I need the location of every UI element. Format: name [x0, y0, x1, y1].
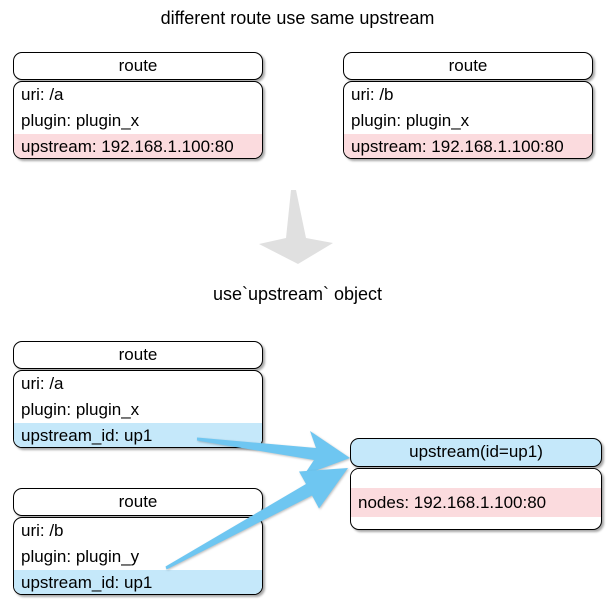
- upstream-box: upstream(id=up1) nodes: 192.168.1.100:80: [350, 438, 602, 530]
- route-attribute-upstream-id: upstream_id: up1: [14, 570, 262, 594]
- route-box-body: uri: /a plugin: plugin_x upstream_id: up…: [13, 370, 263, 448]
- route-attribute-plugin: plugin: plugin_x: [21, 111, 140, 130]
- route-box-body: uri: /b plugin: plugin_y upstream_id: up…: [13, 517, 263, 595]
- route-box-title: route: [118, 56, 158, 75]
- route-box-top-left: route uri: /a plugin: plugin_x upstream:…: [13, 52, 263, 159]
- diagram-subtitle: use`upstream` object: [212, 284, 383, 304]
- route-attribute-upstream: upstream: 192.168.1.100:80: [344, 134, 592, 158]
- route-attribute-upstream: upstream: 192.168.1.100:80: [14, 134, 262, 158]
- route-attribute-plugin: plugin: plugin_x: [21, 400, 140, 419]
- upstream-box-header: upstream(id=up1): [350, 438, 602, 467]
- route-box-header: route: [13, 488, 263, 516]
- upstream-box-body: nodes: 192.168.1.100:80: [350, 468, 602, 530]
- diagram-title: different route use same upstream: [160, 8, 435, 28]
- upstream-box-title: upstream(id=up1): [409, 442, 543, 461]
- route-box-title: route: [118, 345, 158, 364]
- route-box-header: route: [343, 52, 593, 80]
- route-attribute-upstream-id: upstream_id: up1: [14, 423, 262, 447]
- route-attribute-uri: uri: /b: [21, 521, 64, 540]
- route-attribute-plugin: plugin: plugin_x: [351, 111, 470, 130]
- spacer: [351, 469, 601, 488]
- route-attribute-uri: uri: /a: [21, 374, 64, 393]
- route-box-top-right: route uri: /b plugin: plugin_x upstream:…: [343, 52, 593, 159]
- route-attribute-uri: uri: /a: [21, 85, 64, 104]
- route-box-title: route: [118, 492, 158, 511]
- down-arrow-icon: [259, 190, 333, 264]
- route-box-bottom-second: route uri: /b plugin: plugin_y upstream_…: [13, 488, 263, 595]
- route-box-body: uri: /b plugin: plugin_x upstream: 192.1…: [343, 81, 593, 159]
- route-box-header: route: [13, 52, 263, 80]
- route-attribute-uri: uri: /b: [351, 85, 394, 104]
- route-box-header: route: [13, 341, 263, 369]
- route-box-body: uri: /a plugin: plugin_x upstream: 192.1…: [13, 81, 263, 159]
- route-box-title: route: [448, 56, 488, 75]
- route-attribute-plugin: plugin: plugin_y: [21, 547, 140, 566]
- upstream-attribute-nodes: nodes: 192.168.1.100:80: [351, 488, 601, 517]
- route-box-bottom-first: route uri: /a plugin: plugin_x upstream_…: [13, 341, 263, 448]
